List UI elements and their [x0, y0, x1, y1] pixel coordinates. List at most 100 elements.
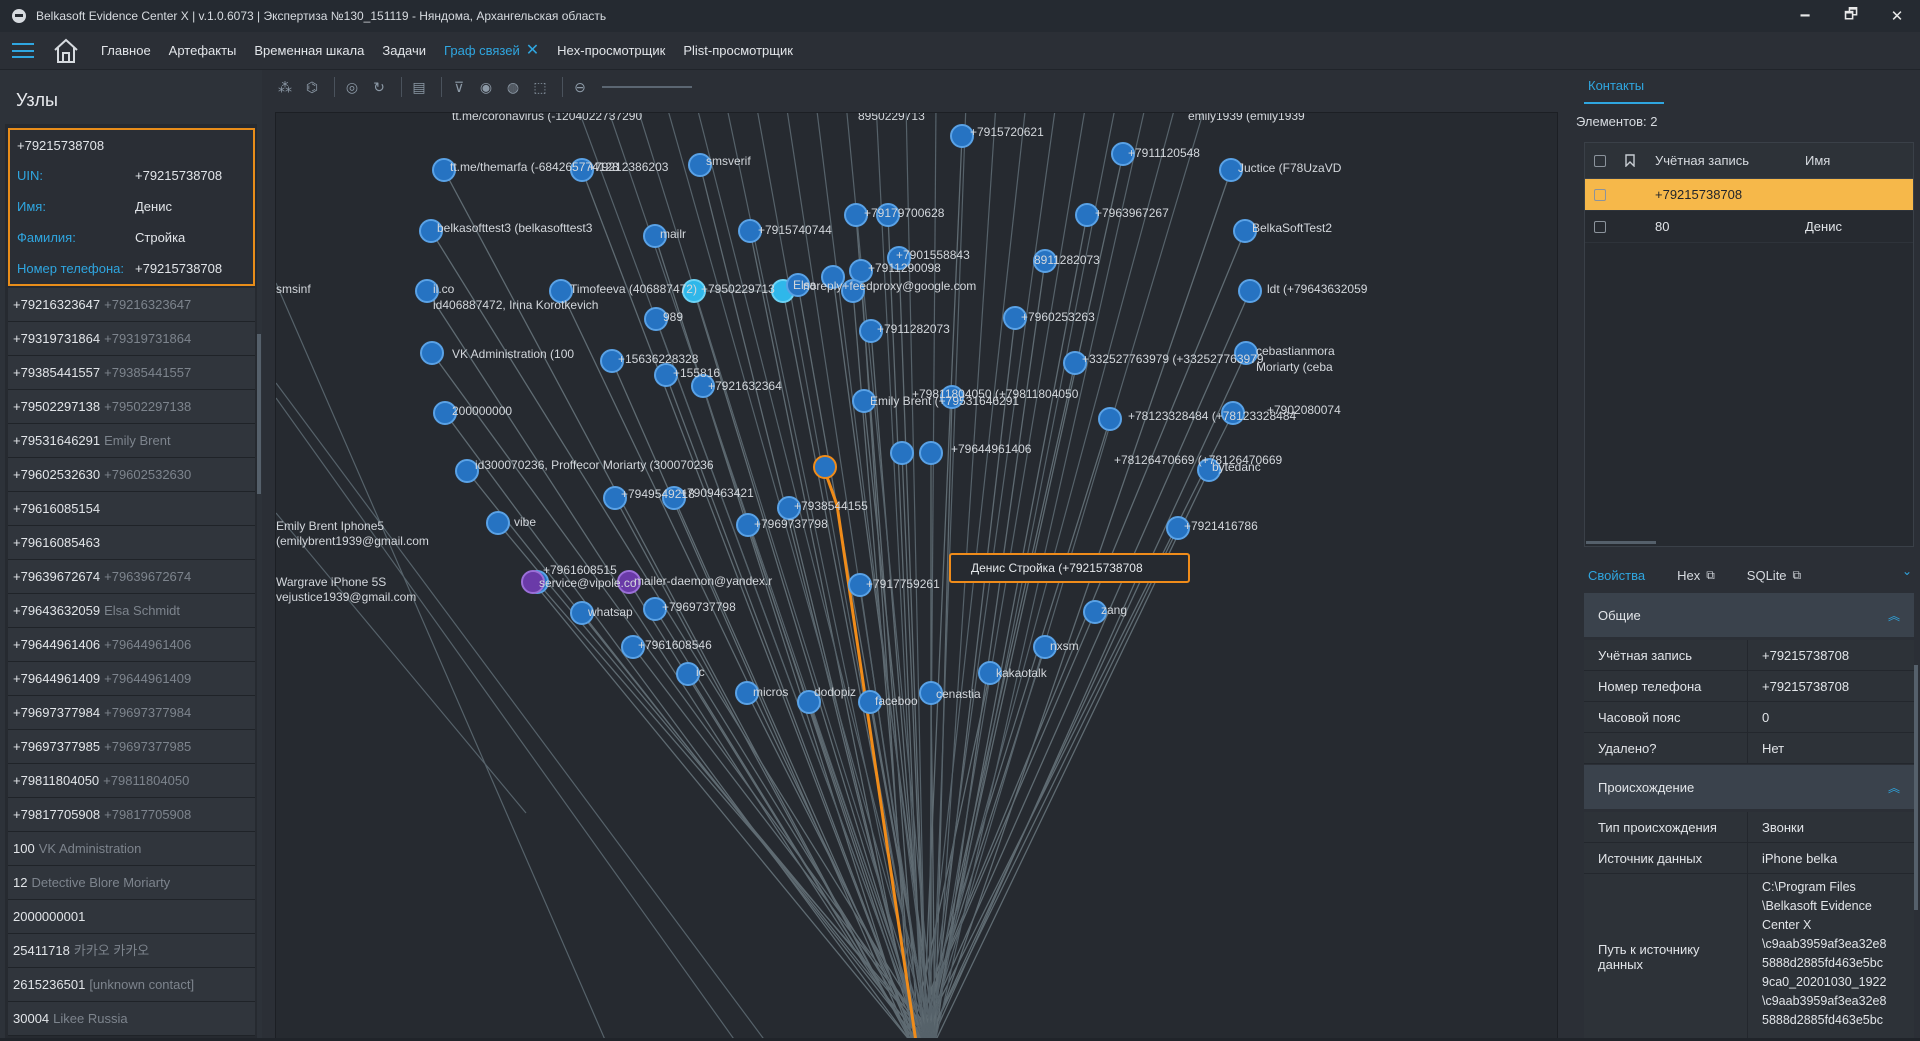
close-tab-icon[interactable]: ✕ [525, 41, 540, 59]
layout-icon[interactable]: ⁂ [278, 78, 292, 95]
graph-node[interactable] [852, 389, 876, 413]
graph-node[interactable] [1083, 600, 1107, 624]
graph-node[interactable] [890, 441, 914, 465]
graph-node[interactable] [848, 573, 872, 597]
menu-plist-viewer[interactable]: Plist-просмотрщик [683, 42, 793, 58]
graph-node[interactable] [643, 224, 667, 248]
graph-node[interactable] [486, 511, 510, 535]
graph-node[interactable] [415, 279, 439, 303]
graph-node[interactable] [940, 385, 964, 409]
graph-node[interactable] [1033, 249, 1057, 273]
node-list-item[interactable]: +79602532630+79602532630 [8, 458, 255, 492]
show-icon[interactable]: ◉ [479, 78, 493, 95]
graph-node[interactable] [433, 401, 457, 425]
menu-artifacts[interactable]: Артефакты [168, 42, 237, 58]
nodes-list-scrollbar[interactable] [257, 334, 261, 494]
home-icon[interactable] [52, 38, 80, 64]
graph-node[interactable] [797, 690, 821, 714]
graph-node[interactable] [735, 681, 759, 705]
minimize-button[interactable]: 🗕 [1799, 5, 1811, 23]
graph-node[interactable] [777, 496, 801, 520]
graph-node[interactable] [662, 486, 686, 510]
refresh-icon[interactable]: ↻ [373, 78, 385, 95]
graph-node[interactable] [1166, 516, 1190, 540]
graph-node[interactable] [676, 662, 700, 686]
graph-node[interactable] [1075, 203, 1099, 227]
restore-button[interactable]: 🗗 [1843, 5, 1859, 23]
graph-node[interactable] [644, 307, 668, 331]
graph-node[interactable] [859, 319, 883, 343]
zoom-icon[interactable]: ⊖ [574, 78, 586, 95]
graph-node[interactable] [738, 219, 762, 243]
menu-main[interactable]: Главное [101, 42, 151, 58]
section-general[interactable]: Общие︽ [1584, 593, 1914, 637]
node-list-item[interactable]: +79644961406+79644961406 [8, 628, 255, 662]
external-link-icon[interactable]: ⧉ [1706, 567, 1715, 582]
graph-node[interactable] [1098, 407, 1122, 431]
menu-hex-viewer[interactable]: Hex-просмотрщик [557, 42, 666, 58]
node-list-item[interactable]: +79385441557+79385441557 [8, 356, 255, 390]
graph-node[interactable] [643, 597, 667, 621]
selected-node-card[interactable]: +79215738708 UIN:+79215738708 Имя:Денис … [8, 128, 255, 286]
graph-node[interactable] [1111, 142, 1135, 166]
graph-node[interactable] [617, 570, 641, 594]
graph-node[interactable] [858, 690, 882, 714]
node-list-item[interactable]: 2615236501[unknown contact] [8, 968, 255, 1002]
bookmark-icon[interactable] [1615, 154, 1645, 167]
graph-node[interactable] [1238, 279, 1262, 303]
graph-node[interactable] [420, 341, 444, 365]
selected-graph-node[interactable] [813, 455, 837, 479]
node-list-item[interactable]: +79697377984+79697377984 [8, 696, 255, 730]
graph-node[interactable] [1197, 458, 1221, 482]
zoom-slider[interactable] [602, 86, 692, 88]
graph-node[interactable] [688, 153, 712, 177]
graph-node[interactable] [919, 681, 943, 705]
export-icon[interactable]: ▤ [412, 78, 426, 95]
column-account[interactable]: Учётная запись [1655, 153, 1750, 168]
section-origin[interactable]: Происхождение︽ [1584, 765, 1914, 809]
graph-node[interactable] [600, 349, 624, 373]
graph-node[interactable] [876, 203, 900, 227]
hide-icon[interactable]: ◍ [506, 78, 520, 95]
properties-scrollbar[interactable] [1914, 665, 1918, 910]
graph-node[interactable] [432, 158, 456, 182]
graph-node[interactable] [682, 279, 706, 303]
node-list-item[interactable]: +79616085463 [8, 526, 255, 560]
external-link-icon[interactable]: ⧉ [1792, 567, 1802, 582]
node-list-item[interactable]: +79644961409+79644961409 [8, 662, 255, 696]
chevron-down-icon[interactable]: ⌄ [1901, 564, 1912, 578]
graph-node[interactable] [950, 124, 974, 148]
graph-node[interactable] [521, 570, 545, 594]
menu-timeline[interactable]: Временная шкала [254, 42, 365, 58]
graph-node[interactable] [621, 635, 645, 659]
graph-node[interactable] [570, 158, 594, 182]
graph-node[interactable] [919, 441, 943, 465]
hamburger-menu-icon[interactable] [12, 43, 34, 58]
graph-node[interactable] [887, 246, 911, 270]
tab-link-graph[interactable]: Граф связей✕ [435, 32, 548, 70]
select-all-checkbox[interactable] [1594, 154, 1606, 167]
graph-node[interactable] [1033, 635, 1057, 659]
column-name[interactable]: Имя [1805, 153, 1831, 168]
row-checkbox[interactable] [1594, 188, 1606, 201]
tab-properties[interactable]: Свойства [1588, 567, 1646, 583]
collapse-icon[interactable]: ︽ [1887, 608, 1900, 623]
node-list-item[interactable]: +79616085154 [8, 492, 255, 526]
graph-node[interactable] [1003, 306, 1027, 330]
graph-node[interactable] [1219, 158, 1243, 182]
node-list-item[interactable]: +79216323647+79216323647 [8, 288, 255, 322]
row-checkbox[interactable] [1594, 220, 1606, 233]
graph-node[interactable] [1063, 351, 1087, 375]
graph-node[interactable] [570, 601, 594, 625]
graph-node[interactable] [549, 279, 573, 303]
graph-node[interactable] [1234, 341, 1258, 365]
graph-node[interactable] [1233, 219, 1257, 243]
node-list-item[interactable]: +79697377985+79697377985 [8, 730, 255, 764]
graph-node[interactable] [786, 273, 810, 297]
menu-tasks[interactable]: Задачи [382, 42, 427, 58]
